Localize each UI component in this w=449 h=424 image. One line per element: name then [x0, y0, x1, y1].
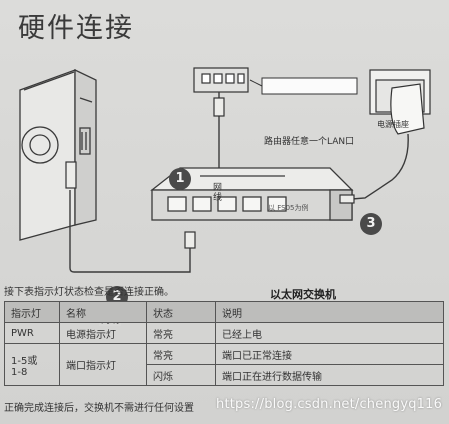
router-lan-panel: [193, 67, 249, 93]
port-name: 端口指示灯: [59, 343, 147, 386]
ethernet-switch: [150, 167, 354, 221]
port-indicator-line1: 1-5或: [11, 355, 38, 367]
page-title: 硬件连接: [18, 13, 134, 44]
port-description-1: 端口已正常连接: [215, 343, 444, 365]
header-name: 名称: [59, 301, 147, 323]
footer-note: 正确完成连接后，交换机不需进行任何设置: [4, 403, 194, 414]
header-description: 说明: [215, 301, 444, 323]
computer-tower: [19, 68, 97, 241]
table-row: PWR 电源指示灯 常亮 已经上电: [4, 322, 444, 344]
cable-label-1: 网线: [211, 182, 221, 202]
pwr-indicator: PWR: [4, 322, 60, 344]
cable-pc-switch: [69, 190, 191, 273]
port-indicator-line2: 1-8: [11, 366, 28, 378]
step-1-marker: 1: [169, 168, 191, 190]
switch-label: 以太网交换机: [270, 288, 336, 301]
model-note: 以 FS05为例: [268, 204, 309, 212]
table-row: 1-5或 1-8 端口指示灯 常亮 端口已正常连接: [4, 343, 444, 386]
header-state: 状态: [146, 301, 216, 323]
pwr-description: 已经上电: [215, 322, 444, 344]
table-header-row: 指示灯 名称 状态 说明: [4, 301, 444, 323]
table-row: 闪烁 端口正在进行数据传输: [5, 364, 444, 386]
pwr-state: 常亮: [146, 322, 216, 344]
port-indicator: 1-5或 1-8: [4, 343, 60, 386]
connection-diagram: 路由器任意一个LAN口 以 FS05为例 以太网交换机 电源插座 网线 网线 1…: [0, 50, 449, 326]
watermark: https://blog.csdn.net/chengyq116: [216, 397, 443, 412]
indicator-table: 指示灯 名称 状态 说明 PWR 电源指示灯 常亮 已经上电 1-5或 1-8 …: [4, 301, 444, 386]
power-socket-label: 电源插座: [377, 120, 409, 129]
power-adapter: [339, 69, 431, 204]
router-lan-label: 路由器任意一个LAN口: [264, 137, 355, 147]
table-intro: 接下表指示灯状态检查是否连接正确。: [4, 287, 174, 298]
port-state-1: 常亮: [146, 343, 216, 365]
connection-illustration: [19, 67, 431, 273]
port-description-2: 端口正在进行数据传输: [215, 364, 444, 386]
port-state-2: 闪烁: [146, 364, 216, 386]
step-3-marker: 3: [360, 213, 382, 235]
header-indicator: 指示灯: [4, 301, 60, 323]
pwr-name: 电源指示灯: [59, 322, 147, 344]
